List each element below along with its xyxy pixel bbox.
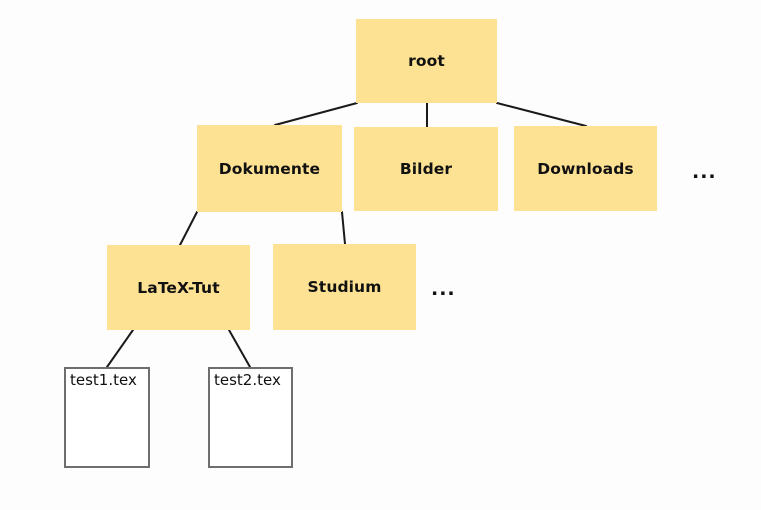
node-test2-tex-label: test2.tex	[214, 371, 281, 389]
node-test1-tex[interactable]: test1.tex	[64, 367, 150, 468]
node-dokumente[interactable]: Dokumente	[197, 125, 342, 212]
node-bilder-label: Bilder	[399, 160, 453, 178]
edge-dokumente-studium	[341, 211, 346, 245]
ellipsis-level-2: ...	[692, 161, 717, 183]
node-bilder[interactable]: Bilder	[354, 127, 498, 211]
edge-latex-tut-test1	[106, 329, 134, 368]
node-latex-tut[interactable]: LaTeX-Tut	[107, 245, 250, 330]
node-test1-tex-label: test1.tex	[70, 371, 137, 389]
node-root-label: root	[408, 52, 445, 70]
node-test2-tex[interactable]: test2.tex	[208, 367, 293, 468]
node-dokumente-label: Dokumente	[218, 159, 321, 178]
edge-dokumente-latex-tut	[179, 211, 198, 246]
ellipsis-level-3: ...	[431, 278, 456, 300]
edge-latex-tut-test2	[228, 329, 251, 368]
node-downloads-label: Downloads	[537, 159, 634, 178]
node-root[interactable]: root	[356, 19, 497, 103]
edge-root-dokumente	[274, 102, 358, 126]
node-studium-label: Studium	[307, 278, 382, 296]
node-downloads[interactable]: Downloads	[514, 126, 657, 211]
edge-root-downloads	[496, 102, 587, 127]
node-latex-tut-label: LaTeX-Tut	[137, 278, 220, 297]
node-studium[interactable]: Studium	[273, 244, 416, 330]
